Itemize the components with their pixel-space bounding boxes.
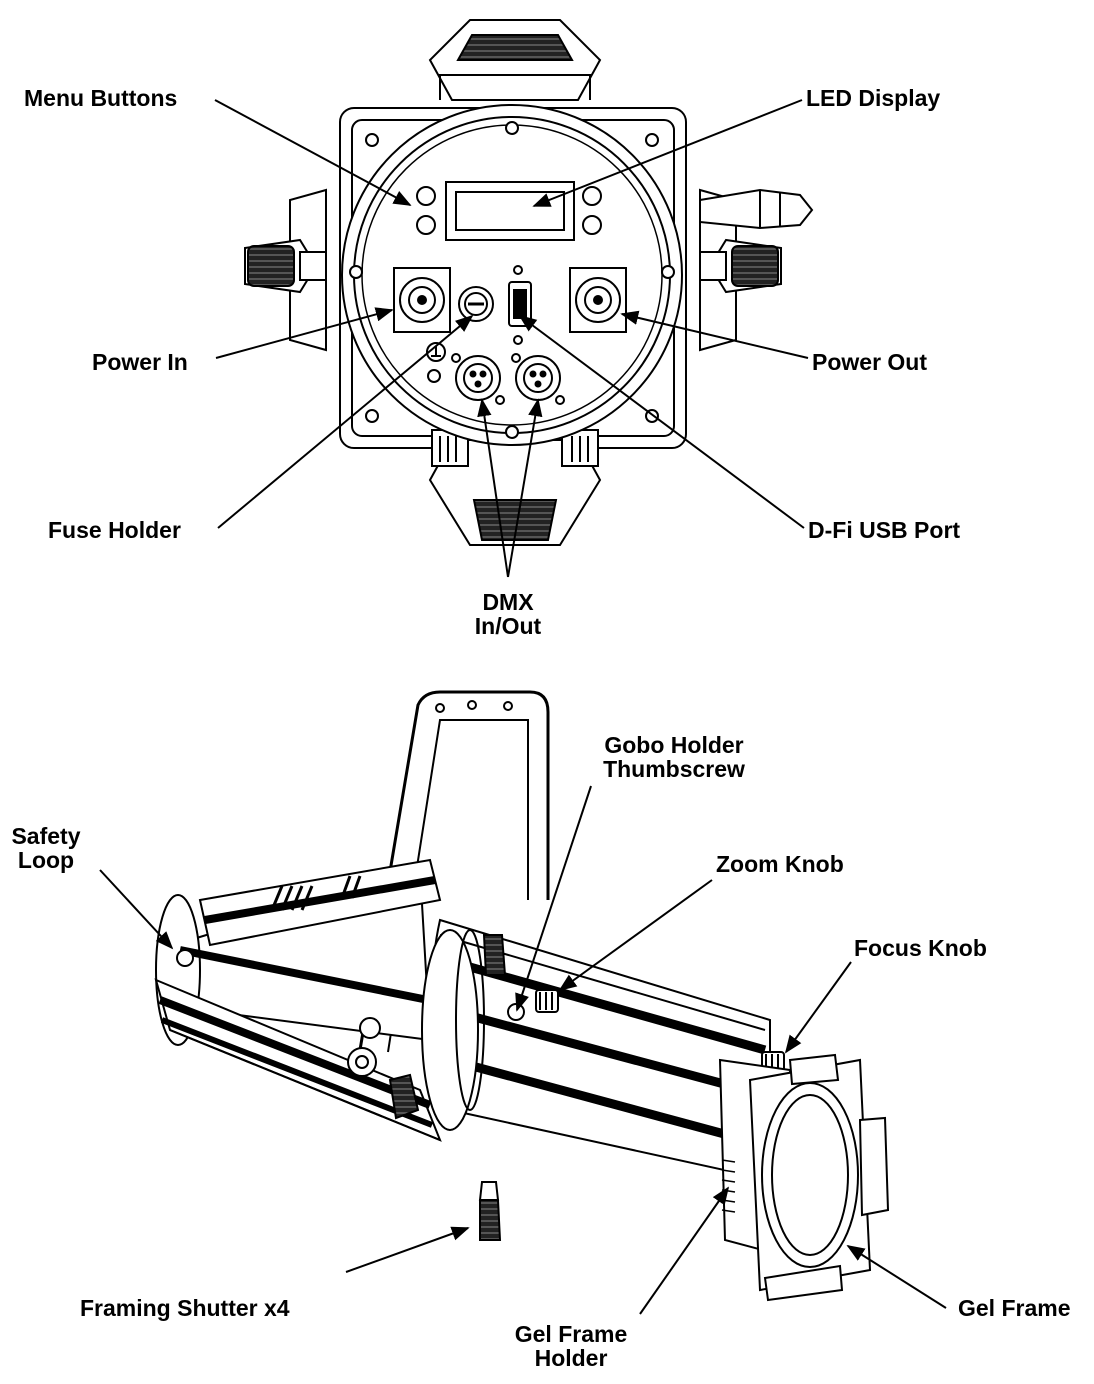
cable-connector: [699, 188, 814, 230]
label-safety-line1: Safety: [11, 823, 81, 849]
safety-loop-ring: [176, 949, 194, 967]
label-power-out: Power Out: [812, 349, 928, 375]
label-gobo-line1: Gobo Holder: [604, 732, 744, 758]
label-menu-buttons: Menu Buttons: [24, 85, 178, 111]
label-safety-line2: Loop: [17, 847, 75, 873]
menu-button-4: [582, 215, 602, 235]
menu-button-1: [416, 186, 436, 206]
framing-shutter-handle-bottom: [479, 1199, 502, 1241]
label-dfi-usb-port: D-Fi USB Port: [808, 517, 961, 543]
label-gel-holder-line1: Gel Frame: [514, 1321, 628, 1347]
label-gobo-holder-thumbscrew: Gobo Holder Thumbscrew: [574, 733, 774, 781]
label-dmx-line1: DMX: [482, 589, 534, 615]
label-led-display: LED Display: [806, 85, 941, 111]
gel-frame-opening: [761, 1082, 859, 1268]
right-shutter-handle: [699, 238, 782, 294]
callout-arrows: [99, 99, 947, 1315]
side-view: [154, 690, 890, 1302]
label-gel-frame-holder: Gel Frame Holder: [498, 1322, 644, 1370]
label-fuse-holder: Fuse Holder: [48, 517, 181, 543]
top-shutter-handle: [428, 19, 602, 101]
bottom-shutter-handle: [428, 429, 602, 546]
label-focus-knob: Focus Knob: [854, 935, 987, 961]
yoke: [358, 690, 550, 1051]
menu-button-3: [582, 186, 602, 206]
gobo-thumbscrew: [507, 1003, 525, 1021]
barrel-collar: [421, 929, 479, 1131]
label-gel-holder-line2: Holder: [534, 1345, 608, 1371]
label-safety-loop: Safety Loop: [6, 824, 86, 872]
label-gel-frame: Gel Frame: [958, 1295, 1071, 1321]
label-dmx: DMX In/Out: [458, 590, 558, 638]
label-power-in: Power In: [92, 349, 188, 375]
left-shutter-handle: [244, 238, 327, 294]
label-gobo-line2: Thumbscrew: [603, 756, 745, 782]
framing-shutter-handle-left: [388, 1073, 420, 1120]
label-framing-shutter: Framing Shutter x4: [80, 1295, 290, 1321]
label-zoom-knob: Zoom Knob: [716, 851, 844, 877]
label-dmx-line2: In/Out: [474, 613, 542, 639]
menu-button-2: [416, 215, 436, 235]
rear-view: [244, 19, 814, 546]
framing-shutter-handle-top: [482, 934, 507, 976]
